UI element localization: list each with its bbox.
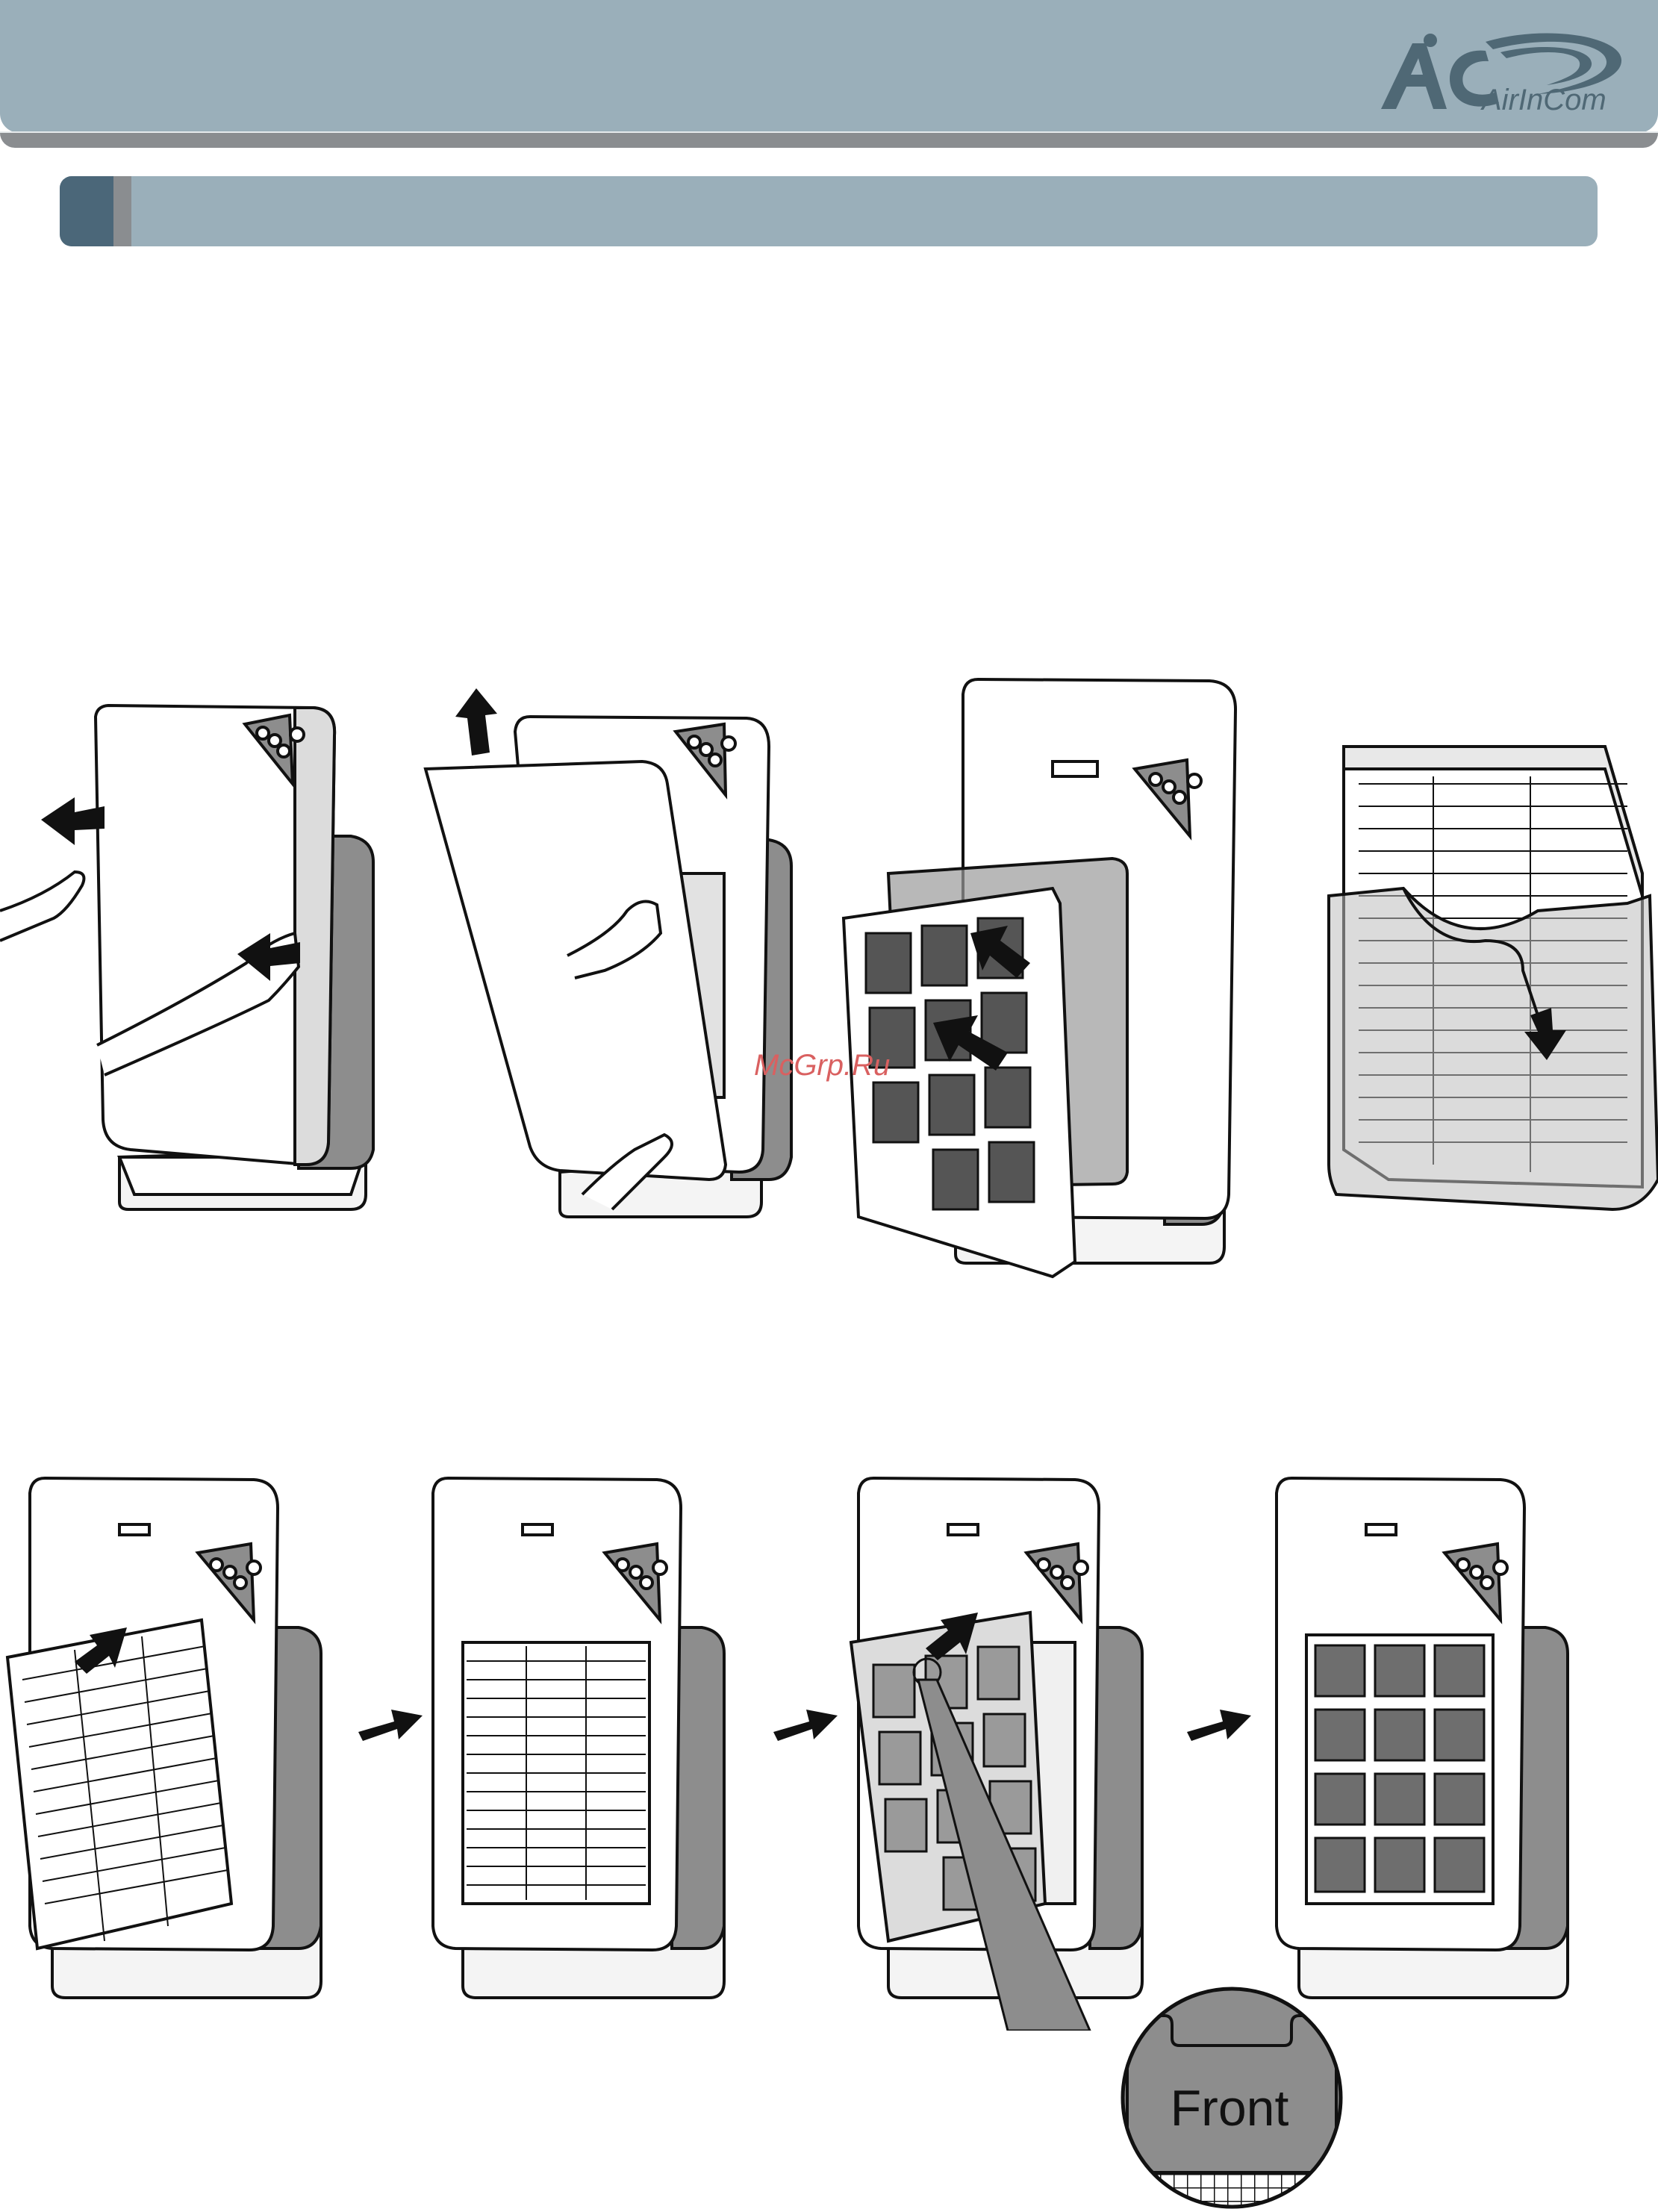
section-accent-dark: [60, 176, 113, 246]
illustration-lift-front-panel: [418, 672, 806, 1239]
illustration-remove-filters: [829, 649, 1299, 1284]
illustration-filters-installed: [1254, 1463, 1598, 2031]
section-accent-gray: [113, 176, 131, 246]
watermark: McGrp.Ru: [754, 1049, 890, 1082]
illustration-remove-front-panel: [0, 672, 388, 1224]
illustration-unwrap-filter: [1314, 732, 1658, 1224]
up-arrow-icon: [455, 688, 497, 755]
illustration-insert-hepa-filter: [0, 1463, 343, 2031]
right-arrow-icon: [1185, 1695, 1253, 1747]
section-title-bar: [60, 176, 1598, 246]
illustration-insert-pre-filter: [821, 1463, 1165, 2031]
logo-text: AirInCom: [1482, 84, 1606, 117]
illustration-hepa-inserted: [403, 1463, 747, 2031]
header-rule: [0, 133, 1658, 148]
front-label: Front: [1144, 2079, 1315, 2137]
